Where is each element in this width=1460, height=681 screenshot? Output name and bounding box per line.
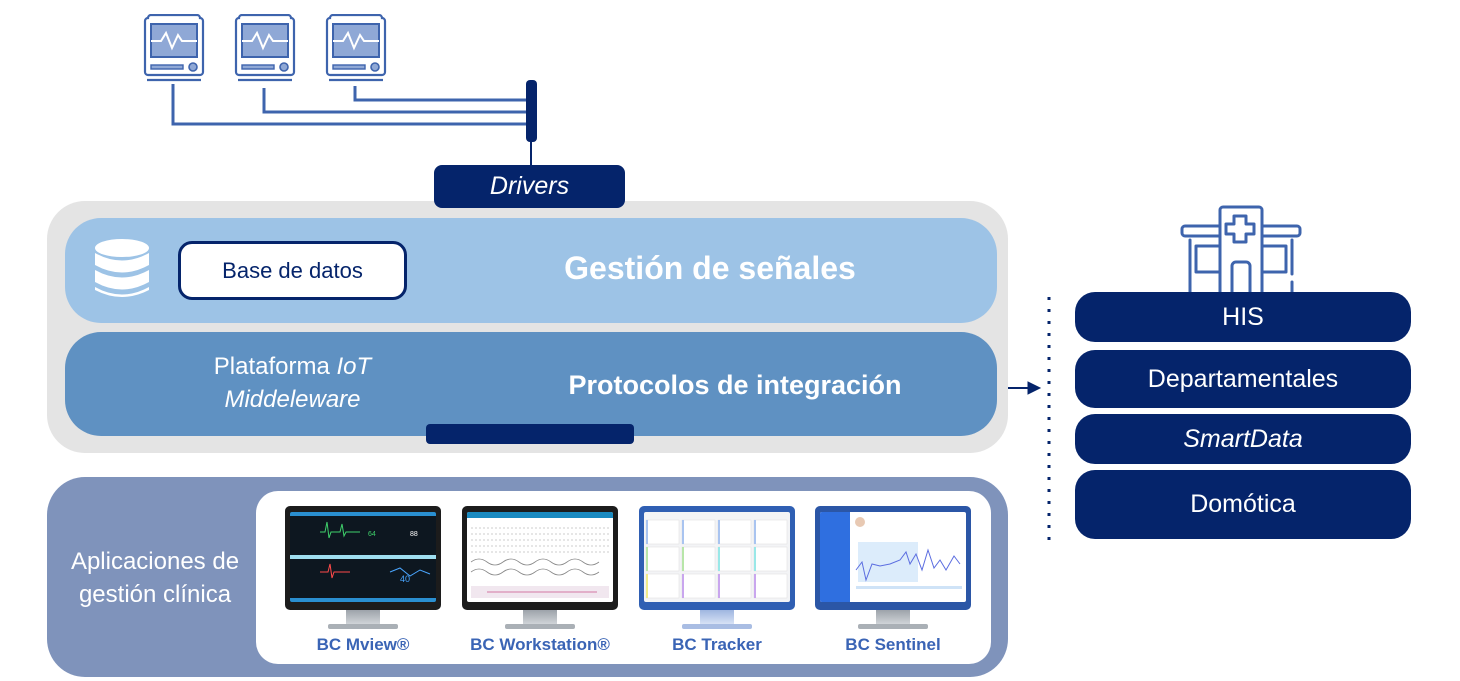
external-system-domotica: Domótica [1075,470,1411,539]
clinical-apps-label-line2: gestión clínica [78,581,232,608]
external-system-label: HIS [1222,302,1264,331]
app-bc-mview[interactable]: 64 88 40 BC Mview® [283,506,443,655]
patient-monitor-icon [143,14,205,82]
external-system-smartdata: SmartData [1075,414,1411,464]
app-name: BC Workstation® [470,635,610,654]
connector-bar [426,424,634,444]
middleware-text: Middeleware [224,386,361,413]
app-screenshot [462,506,618,610]
svg-text:64: 64 [368,531,376,538]
app-name: BC Sentinel [845,635,941,654]
platform-iot-text: IoT [336,353,372,380]
app-screenshot [639,506,795,610]
svg-text:40: 40 [400,574,410,584]
svg-text:88: 88 [410,531,418,538]
database-box: Base de datos [178,241,407,300]
app-bc-tracker[interactable]: BC Tracker [637,506,797,655]
database-icon [95,239,149,297]
clinical-apps-label-line1: Aplicaciones de [70,548,240,575]
platform-text: Plataforma [213,353,330,380]
app-screenshot: 64 88 40 [285,506,441,610]
patient-monitor-icon [234,14,296,82]
external-system-label: SmartData [1183,424,1303,453]
database-label: Base de datos [222,257,363,283]
patient-monitor-icon [325,14,387,82]
app-name: BC Mview® [316,635,410,654]
iot-platform-label: Plataforma IoT Middeleware [150,350,435,416]
external-system-label: Domótica [1190,490,1296,518]
integration-protocols-title: Protocolos de integración [568,370,902,400]
drivers-label: Drivers [489,172,570,200]
app-bc-sentinel[interactable]: BC Sentinel [813,506,973,655]
app-bc-workstation[interactable]: BC Workstation® [460,506,620,655]
app-name: BC Tracker [672,635,762,654]
clinical-apps-label: Aplicaciones de gestión clínica [60,545,250,611]
external-system-his: HIS [1075,292,1411,342]
integration-layer [65,332,997,436]
app-screenshot [815,506,971,610]
hub-connector [526,80,537,142]
signal-management-title: Gestión de señales [564,250,856,286]
external-system-departamentales: Departamentales [1075,350,1411,408]
hospital-icon [1180,205,1302,296]
external-system-label: Departamentales [1147,364,1339,393]
drivers-box: Drivers [434,165,625,208]
